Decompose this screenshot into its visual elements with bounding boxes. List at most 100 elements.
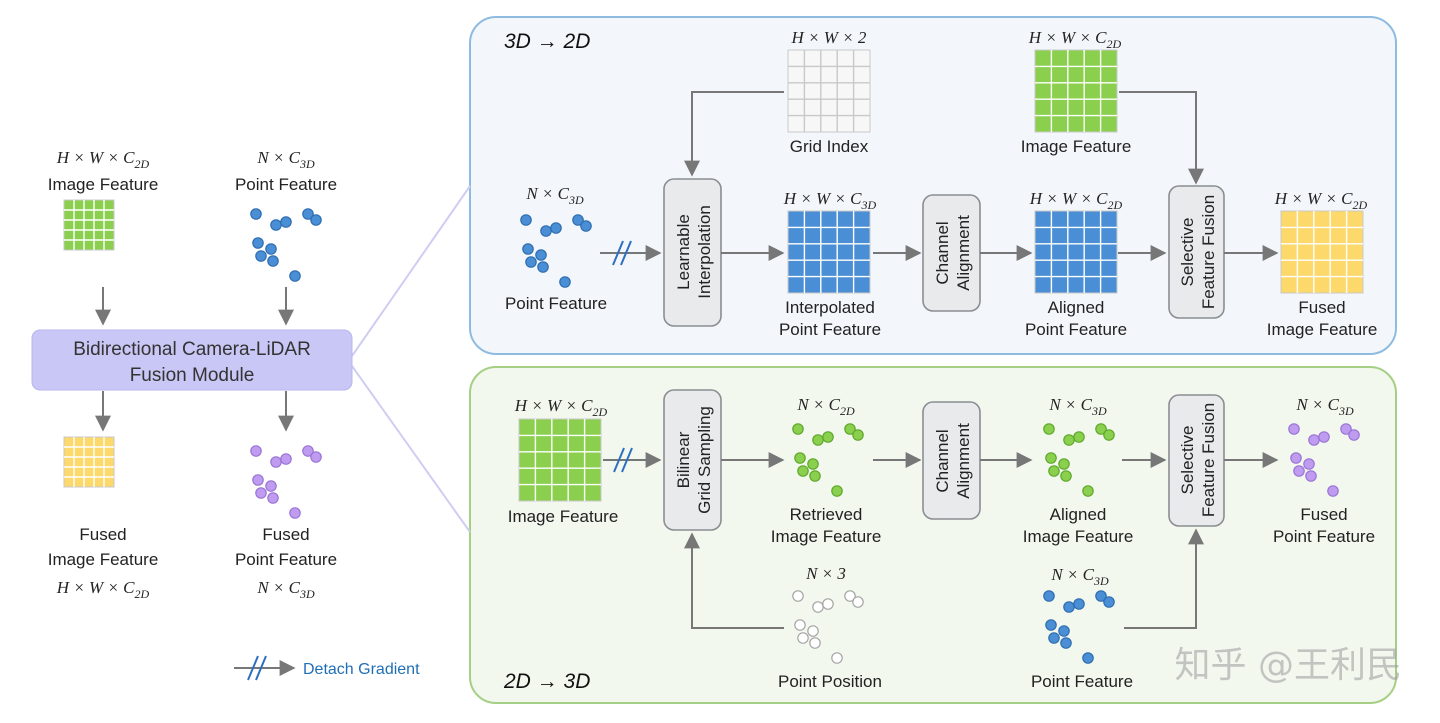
point-dot [794,452,806,464]
legend-label: Detach Gradient [303,661,420,678]
top-panel-title: 3D → 2D [504,30,590,53]
zoom-line-top [351,185,471,357]
point-dot [310,214,322,226]
detach-gradient-icon-top [612,240,632,266]
point-dot [280,453,292,465]
arrow-position-to-sampling [684,532,784,629]
point-dot [1318,431,1330,443]
point-dot [1288,423,1300,435]
point-dot [559,276,571,288]
point-dot [822,431,834,443]
point-dot [1082,652,1094,664]
bottom-image-dim: H × W × C2D [514,396,608,419]
fused-image-line1: Fused [1298,298,1345,317]
left-image-dim: H × W × C2D [56,148,150,171]
detach-gradient-icon-bottom [613,447,633,473]
point-dot [265,243,277,255]
retrieved-line2: Image Feature [771,527,882,546]
arrow-grid-index-to-interp [684,91,784,177]
point-dot [807,458,819,470]
point-dot [1308,434,1320,446]
point-dot [797,632,809,644]
point-dot [792,423,804,435]
point-dot [302,445,314,457]
point-dot [535,249,547,261]
grid-background [1034,210,1118,294]
grid-background [787,49,871,133]
left-fused-image-grid [63,436,115,488]
fused-point-dim: N × C3D [1295,395,1354,418]
grid-background [1034,49,1118,133]
point-dot [844,590,856,602]
point-dot [1060,470,1072,482]
left-point-label: Point Feature [235,175,337,194]
point-dot [252,237,264,249]
left-fused-point-line2: Point Feature [235,550,337,569]
point-dot [1290,452,1302,464]
grid-index-label: Grid Index [790,137,869,156]
top-point-cloud [520,214,592,288]
point-dot [572,214,584,226]
grid-background [63,199,115,251]
point-dot [1045,619,1057,631]
left-point-cloud [250,208,322,282]
interpolated-grid [787,210,871,294]
point-dot [1048,632,1060,644]
point-position-label: Point Position [778,672,882,691]
fused-point-line2: Point Feature [1273,527,1375,546]
point-dot [822,598,834,610]
bottom-point-cloud [1043,590,1115,664]
watermark: 知乎 @王利民 [1175,645,1402,686]
aligned-top-grid [1034,210,1118,294]
point-dot [1095,590,1107,602]
point-dot [1048,465,1060,477]
top-image-grid [1034,49,1118,133]
point-dot [831,652,843,664]
top-point-label: Point Feature [505,294,607,313]
point-dot [1060,637,1072,649]
point-dot [852,429,864,441]
point-dot [1327,485,1339,497]
point-position-cloud [792,590,864,664]
point-dot [310,451,322,463]
zoom-line-bottom [351,365,471,533]
fused-image-line2: Image Feature [1267,320,1378,339]
aligned-bottom-line2: Image Feature [1023,527,1134,546]
fusion-module [31,329,353,391]
aligned-top-line1: Aligned [1048,298,1105,317]
aligned-bottom-dim: N × C3D [1048,395,1107,418]
point-dot [1058,625,1070,637]
retrieved-line1: Retrieved [790,505,863,524]
point-dot [1293,465,1305,477]
point-dot [1063,601,1075,613]
retrieved-dim: N × C2D [796,395,855,418]
point-dot [537,261,549,273]
aligned-top-dim: H × W × C2D [1029,189,1123,212]
interpolated-line2: Point Feature [779,320,881,339]
fusion-module-line2: Fusion Module [130,365,255,386]
bottom-point-label: Point Feature [1031,672,1133,691]
point-dot [289,270,301,282]
point-dot [809,470,821,482]
point-dot [797,465,809,477]
point-dot [1303,458,1315,470]
fused-point-cloud [1288,423,1360,497]
point-dot [1073,431,1085,443]
point-dot [525,256,537,268]
point-dot [267,492,279,504]
fused-point-line1: Fused [1300,505,1347,524]
point-dot [265,480,277,492]
point-position-dim: N × 3 [805,564,846,583]
point-dot [250,208,262,220]
point-dot [1305,470,1317,482]
left-image-grid [63,199,115,251]
point-dot [1103,429,1115,441]
point-dot [812,434,824,446]
point-dot [580,220,592,232]
bottom-image-grid [518,418,602,502]
